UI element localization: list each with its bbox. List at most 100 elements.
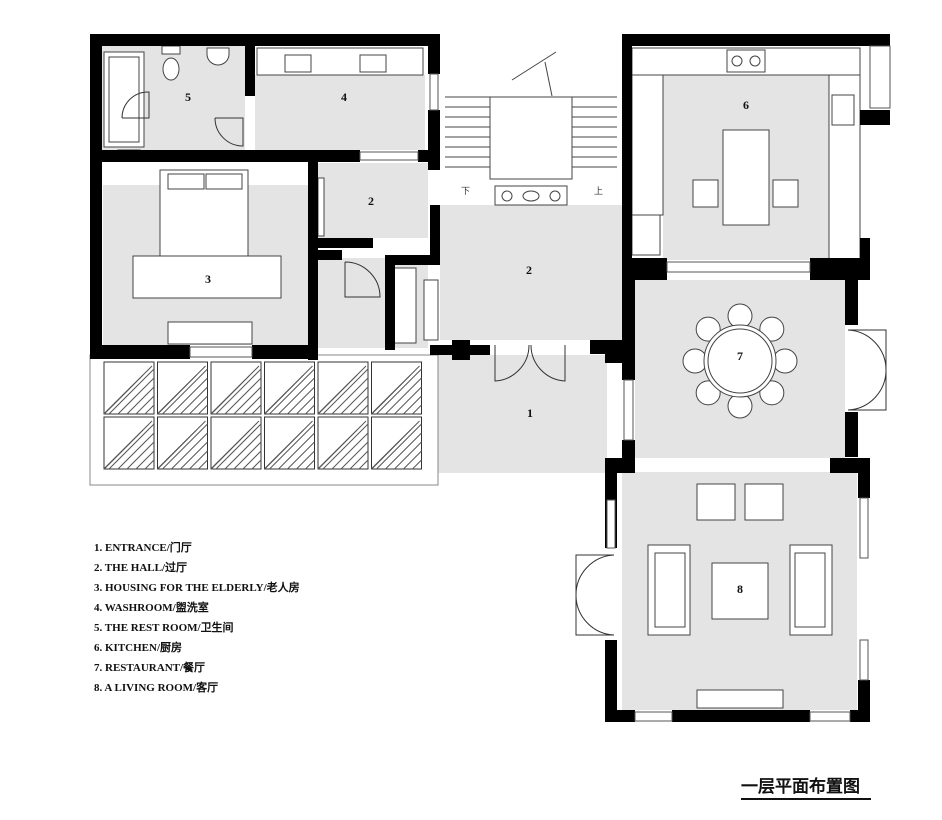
window (606, 499, 616, 549)
hatch-line (340, 441, 369, 470)
door-swing (575, 554, 615, 596)
floor-areas (100, 45, 857, 710)
terrace-panels (103, 361, 422, 470)
wall (430, 205, 440, 265)
toilet-tank (161, 45, 181, 55)
chair (695, 380, 721, 406)
hatch-line (126, 441, 155, 470)
hatch-line (376, 423, 422, 470)
window (859, 497, 869, 559)
room-numbers: 1 2 2 3 4 5 6 7 8 (185, 90, 749, 596)
door-swing (847, 369, 887, 411)
burner-icon (731, 55, 743, 67)
room-legend: 1. ENTRANCE/门厅 2. THE HALL/过厅 3. HOUSING… (94, 538, 300, 698)
basin-icon (206, 47, 230, 66)
hatch-line (317, 420, 367, 470)
hatch-line (394, 386, 422, 415)
wall (858, 458, 870, 498)
wall (810, 258, 860, 280)
wall (452, 340, 470, 360)
hatch-line (403, 395, 422, 415)
wall (622, 258, 667, 280)
wall (90, 34, 440, 46)
storage-cabinet (391, 267, 417, 344)
wall (860, 110, 890, 125)
wall (605, 345, 623, 363)
hatch-line (331, 377, 369, 415)
hatch-line (412, 459, 422, 470)
room-number-hall: 2 (526, 263, 532, 277)
hatch-line (108, 368, 155, 415)
basin-icon (359, 54, 387, 73)
legend-item: 8. A LIVING ROOM/客厅 (94, 682, 219, 694)
wardrobe (317, 177, 325, 237)
hatch-line (340, 386, 369, 415)
wall (850, 710, 870, 722)
glass-panel (317, 361, 369, 415)
hatch-line (358, 459, 369, 470)
hatch-line (117, 377, 155, 415)
cooktop (726, 49, 766, 73)
wall (385, 255, 395, 350)
sofa-seat (794, 552, 826, 628)
hatch-line (376, 368, 422, 415)
chair (772, 179, 799, 208)
room-number-washroom: 4 (341, 90, 347, 104)
chair (682, 348, 708, 374)
wall (625, 34, 890, 46)
tv-cabinet (696, 689, 784, 709)
legend-item: 5. THE REST ROOM/卫生间 (94, 622, 234, 634)
hall-small-floor (318, 163, 428, 238)
plan-title: 一层平面布置图 (741, 776, 871, 800)
legend-item: 3. HOUSING FOR THE ELDERLY/老人房 (94, 582, 300, 594)
wall (90, 345, 190, 359)
window (189, 346, 253, 358)
wall (318, 250, 342, 260)
wall (90, 150, 360, 162)
wall (252, 345, 318, 359)
hatch-line (371, 420, 420, 470)
door-swing (214, 117, 244, 147)
sink-icon (831, 94, 855, 126)
legend-item: 2. THE HALL/过厅 (94, 562, 188, 574)
wall (860, 238, 870, 280)
round-table-chairs (682, 303, 798, 419)
hatch-line (157, 420, 206, 470)
hatch-line (242, 395, 262, 415)
hatch-line (264, 365, 313, 415)
hatch-line (305, 404, 315, 415)
burner-icon (522, 190, 540, 202)
hatch-line (157, 365, 206, 415)
hatch-line (144, 459, 155, 470)
hatch-line (198, 404, 208, 415)
hatch-line (126, 386, 155, 415)
door-swing (344, 261, 381, 298)
chair (692, 179, 719, 208)
chair (727, 393, 753, 419)
room-number-entrance: 1 (527, 406, 533, 420)
hatch-line (215, 423, 262, 470)
hatch-line (251, 459, 262, 470)
hatch-line (189, 395, 208, 415)
wall (845, 280, 858, 325)
wall (428, 34, 440, 74)
hatch-line (358, 404, 369, 415)
pillow (167, 173, 205, 190)
hatch-line (305, 459, 315, 470)
hatch-line (385, 377, 422, 415)
bed-rug (132, 255, 282, 299)
wall (605, 710, 635, 722)
walls (90, 34, 890, 722)
bathtub-inner (108, 56, 140, 143)
hatch-line (144, 404, 155, 415)
legend-item: 6. KITCHEN/厨房 (94, 642, 183, 654)
window (859, 639, 869, 681)
hatch-line (224, 432, 262, 470)
stair-arrow (544, 61, 553, 97)
stove-counter (494, 185, 568, 206)
door-swing (530, 344, 566, 382)
sofa-seat (654, 552, 686, 628)
hatch-line (331, 432, 369, 470)
window (429, 73, 439, 111)
hatch-line (162, 423, 208, 470)
